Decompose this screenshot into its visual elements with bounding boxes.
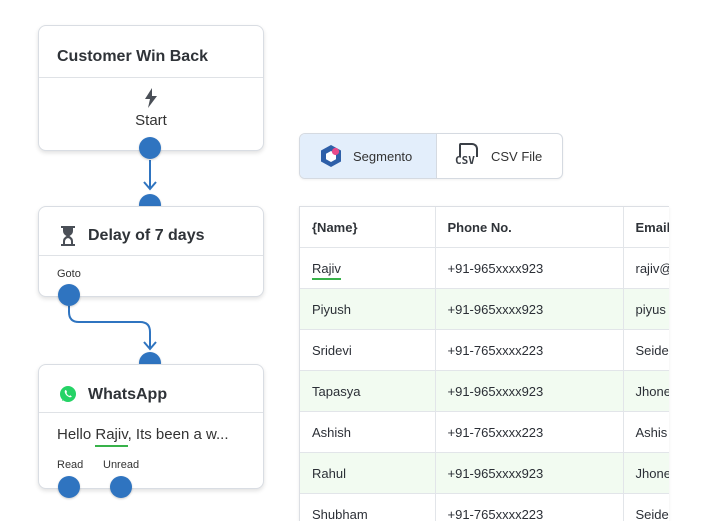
trigger-card-title: Customer Win Back: [57, 48, 208, 66]
message-suffix: , Its been a w...: [128, 426, 229, 443]
segmento-label: Segmento: [353, 149, 412, 164]
trigger-output-handle[interactable]: [139, 137, 161, 159]
message-preview: Hello Rajiv, Its been a w...: [57, 426, 229, 443]
whatsapp-card[interactable]: WhatsApp Hello Rajiv, Its been a w... Re…: [38, 364, 264, 489]
unread-handle[interactable]: [110, 476, 132, 498]
divider: [39, 77, 263, 78]
csv-icon-text: CSV: [455, 154, 475, 167]
phone-cell: +91-965xxxx923: [435, 248, 623, 289]
data-source-toggle: Segmento CSV CSV File: [299, 133, 563, 179]
goto-handle[interactable]: [58, 284, 80, 306]
email-cell: Jhone: [623, 453, 669, 494]
message-name-variable: Rajiv: [95, 426, 127, 447]
phone-cell: +91-765xxxx223: [435, 412, 623, 453]
divider: [39, 412, 263, 413]
read-handle[interactable]: [58, 476, 80, 498]
table-row[interactable]: Shubham +91-765xxxx223 Seide: [300, 494, 669, 521]
delay-card-title: Delay of 7 days: [88, 227, 205, 245]
email-cell: Seide: [623, 494, 669, 521]
name-cell: Rahul: [300, 453, 435, 494]
name-cell: Ashish: [300, 412, 435, 453]
csv-file-button[interactable]: CSV CSV File: [437, 134, 562, 178]
contacts-table: {Name} Phone No. Email Rajiv +91-965xxxx…: [299, 206, 669, 521]
name-cell: Rajiv: [300, 248, 435, 289]
name-cell: Shubham: [300, 494, 435, 521]
name-cell: Tapasya: [300, 371, 435, 412]
table-row[interactable]: Rahul +91-965xxxx923 Jhone: [300, 453, 669, 494]
name-cell: Sridevi: [300, 330, 435, 371]
phone-cell: +91-965xxxx923: [435, 453, 623, 494]
csv-file-label: CSV File: [491, 149, 542, 164]
trigger-card[interactable]: Customer Win Back Start: [38, 25, 264, 151]
email-cell: Jhone: [623, 371, 669, 412]
goto-label: Goto: [57, 268, 81, 280]
email-cell: Ashis: [623, 412, 669, 453]
hourglass-icon: [61, 226, 75, 246]
read-label: Read: [57, 459, 83, 471]
column-header-phone[interactable]: Phone No.: [435, 207, 623, 248]
whatsapp-icon: [59, 385, 77, 403]
message-prefix: Hello: [57, 426, 95, 443]
email-cell: piyus: [623, 289, 669, 330]
table-header-row: {Name} Phone No. Email: [300, 207, 669, 248]
segmento-button[interactable]: Segmento: [300, 134, 437, 178]
table-row[interactable]: Sridevi +91-765xxxx223 Seide: [300, 330, 669, 371]
table-row[interactable]: Tapasya +91-965xxxx923 Jhone: [300, 371, 669, 412]
lightning-icon: [144, 88, 158, 108]
start-label: Start: [39, 112, 263, 129]
phone-cell: +91-765xxxx223: [435, 494, 623, 521]
column-header-email[interactable]: Email: [623, 207, 669, 248]
name-value: Rajiv: [312, 261, 341, 280]
segmento-logo-icon: [319, 144, 343, 168]
delay-card[interactable]: Delay of 7 days Goto: [38, 206, 264, 297]
table-row[interactable]: Rajiv +91-965xxxx923 rajiv@: [300, 248, 669, 289]
unread-label: Unread: [103, 459, 139, 471]
phone-cell: +91-965xxxx923: [435, 289, 623, 330]
email-cell: rajiv@: [623, 248, 669, 289]
table-row[interactable]: Piyush +91-965xxxx923 piyus: [300, 289, 669, 330]
email-cell: Seide: [623, 330, 669, 371]
phone-cell: +91-765xxxx223: [435, 330, 623, 371]
column-header-name[interactable]: {Name}: [300, 207, 435, 248]
csv-file-icon: CSV: [455, 143, 481, 169]
phone-cell: +91-965xxxx923: [435, 371, 623, 412]
name-cell: Piyush: [300, 289, 435, 330]
table-row[interactable]: Ashish +91-765xxxx223 Ashis: [300, 412, 669, 453]
whatsapp-card-title: WhatsApp: [88, 386, 167, 404]
divider: [39, 255, 263, 256]
